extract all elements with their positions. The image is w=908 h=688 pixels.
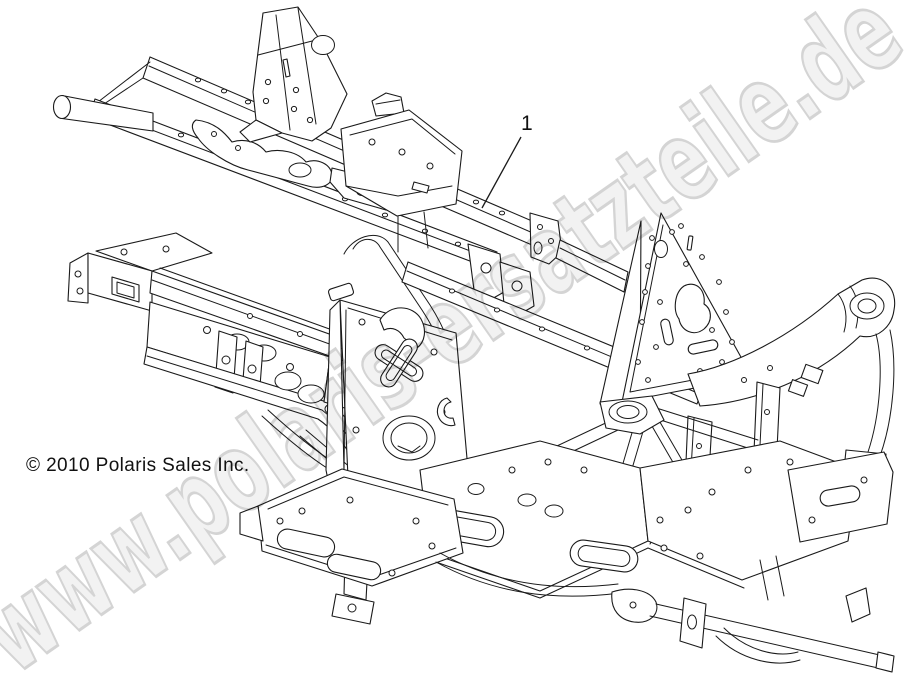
copyright-notice: © 2010 Polaris Sales Inc. bbox=[26, 455, 250, 476]
rear-lower-frame bbox=[435, 552, 895, 673]
callout-1-leader-line bbox=[481, 136, 522, 209]
engine-mount-platform bbox=[340, 92, 463, 253]
callout-1[interactable]: 1 bbox=[481, 112, 533, 209]
floor-pan bbox=[239, 440, 894, 599]
tower-bracket bbox=[239, 6, 348, 143]
callout-1-label: 1 bbox=[521, 112, 533, 135]
frame-line-drawing-root: 1 bbox=[52, 6, 896, 673]
